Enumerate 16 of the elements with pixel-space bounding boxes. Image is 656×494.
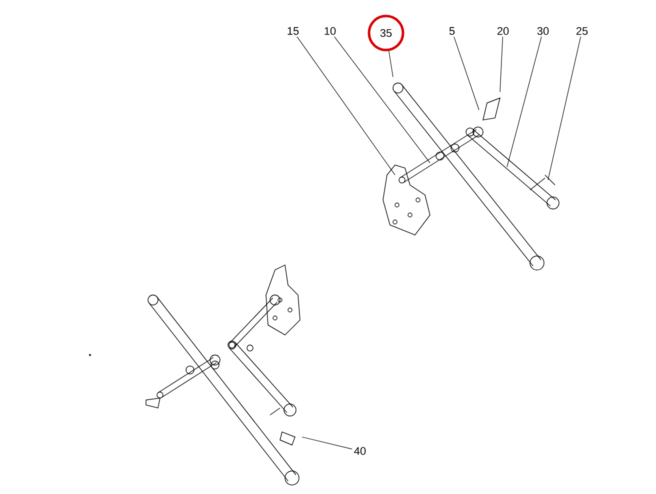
- callout-number: 35: [368, 14, 404, 52]
- leader-line: [334, 36, 430, 164]
- leader-line: [548, 36, 581, 180]
- leader-line: [296, 36, 396, 176]
- leader-line: [506, 36, 542, 168]
- leader-line: [302, 436, 352, 450]
- callout-number: 10: [324, 27, 336, 35]
- leader-line: [388, 50, 394, 78]
- callout-number: 25: [576, 27, 588, 35]
- callout-number: 15: [288, 27, 299, 35]
- callout-number: 5: [449, 27, 455, 35]
- callout-number: 30: [537, 27, 549, 35]
- leader-line: [454, 36, 480, 110]
- callout-number: 40: [354, 447, 366, 455]
- leader-line: [500, 36, 504, 92]
- callout-number: 20: [497, 27, 509, 35]
